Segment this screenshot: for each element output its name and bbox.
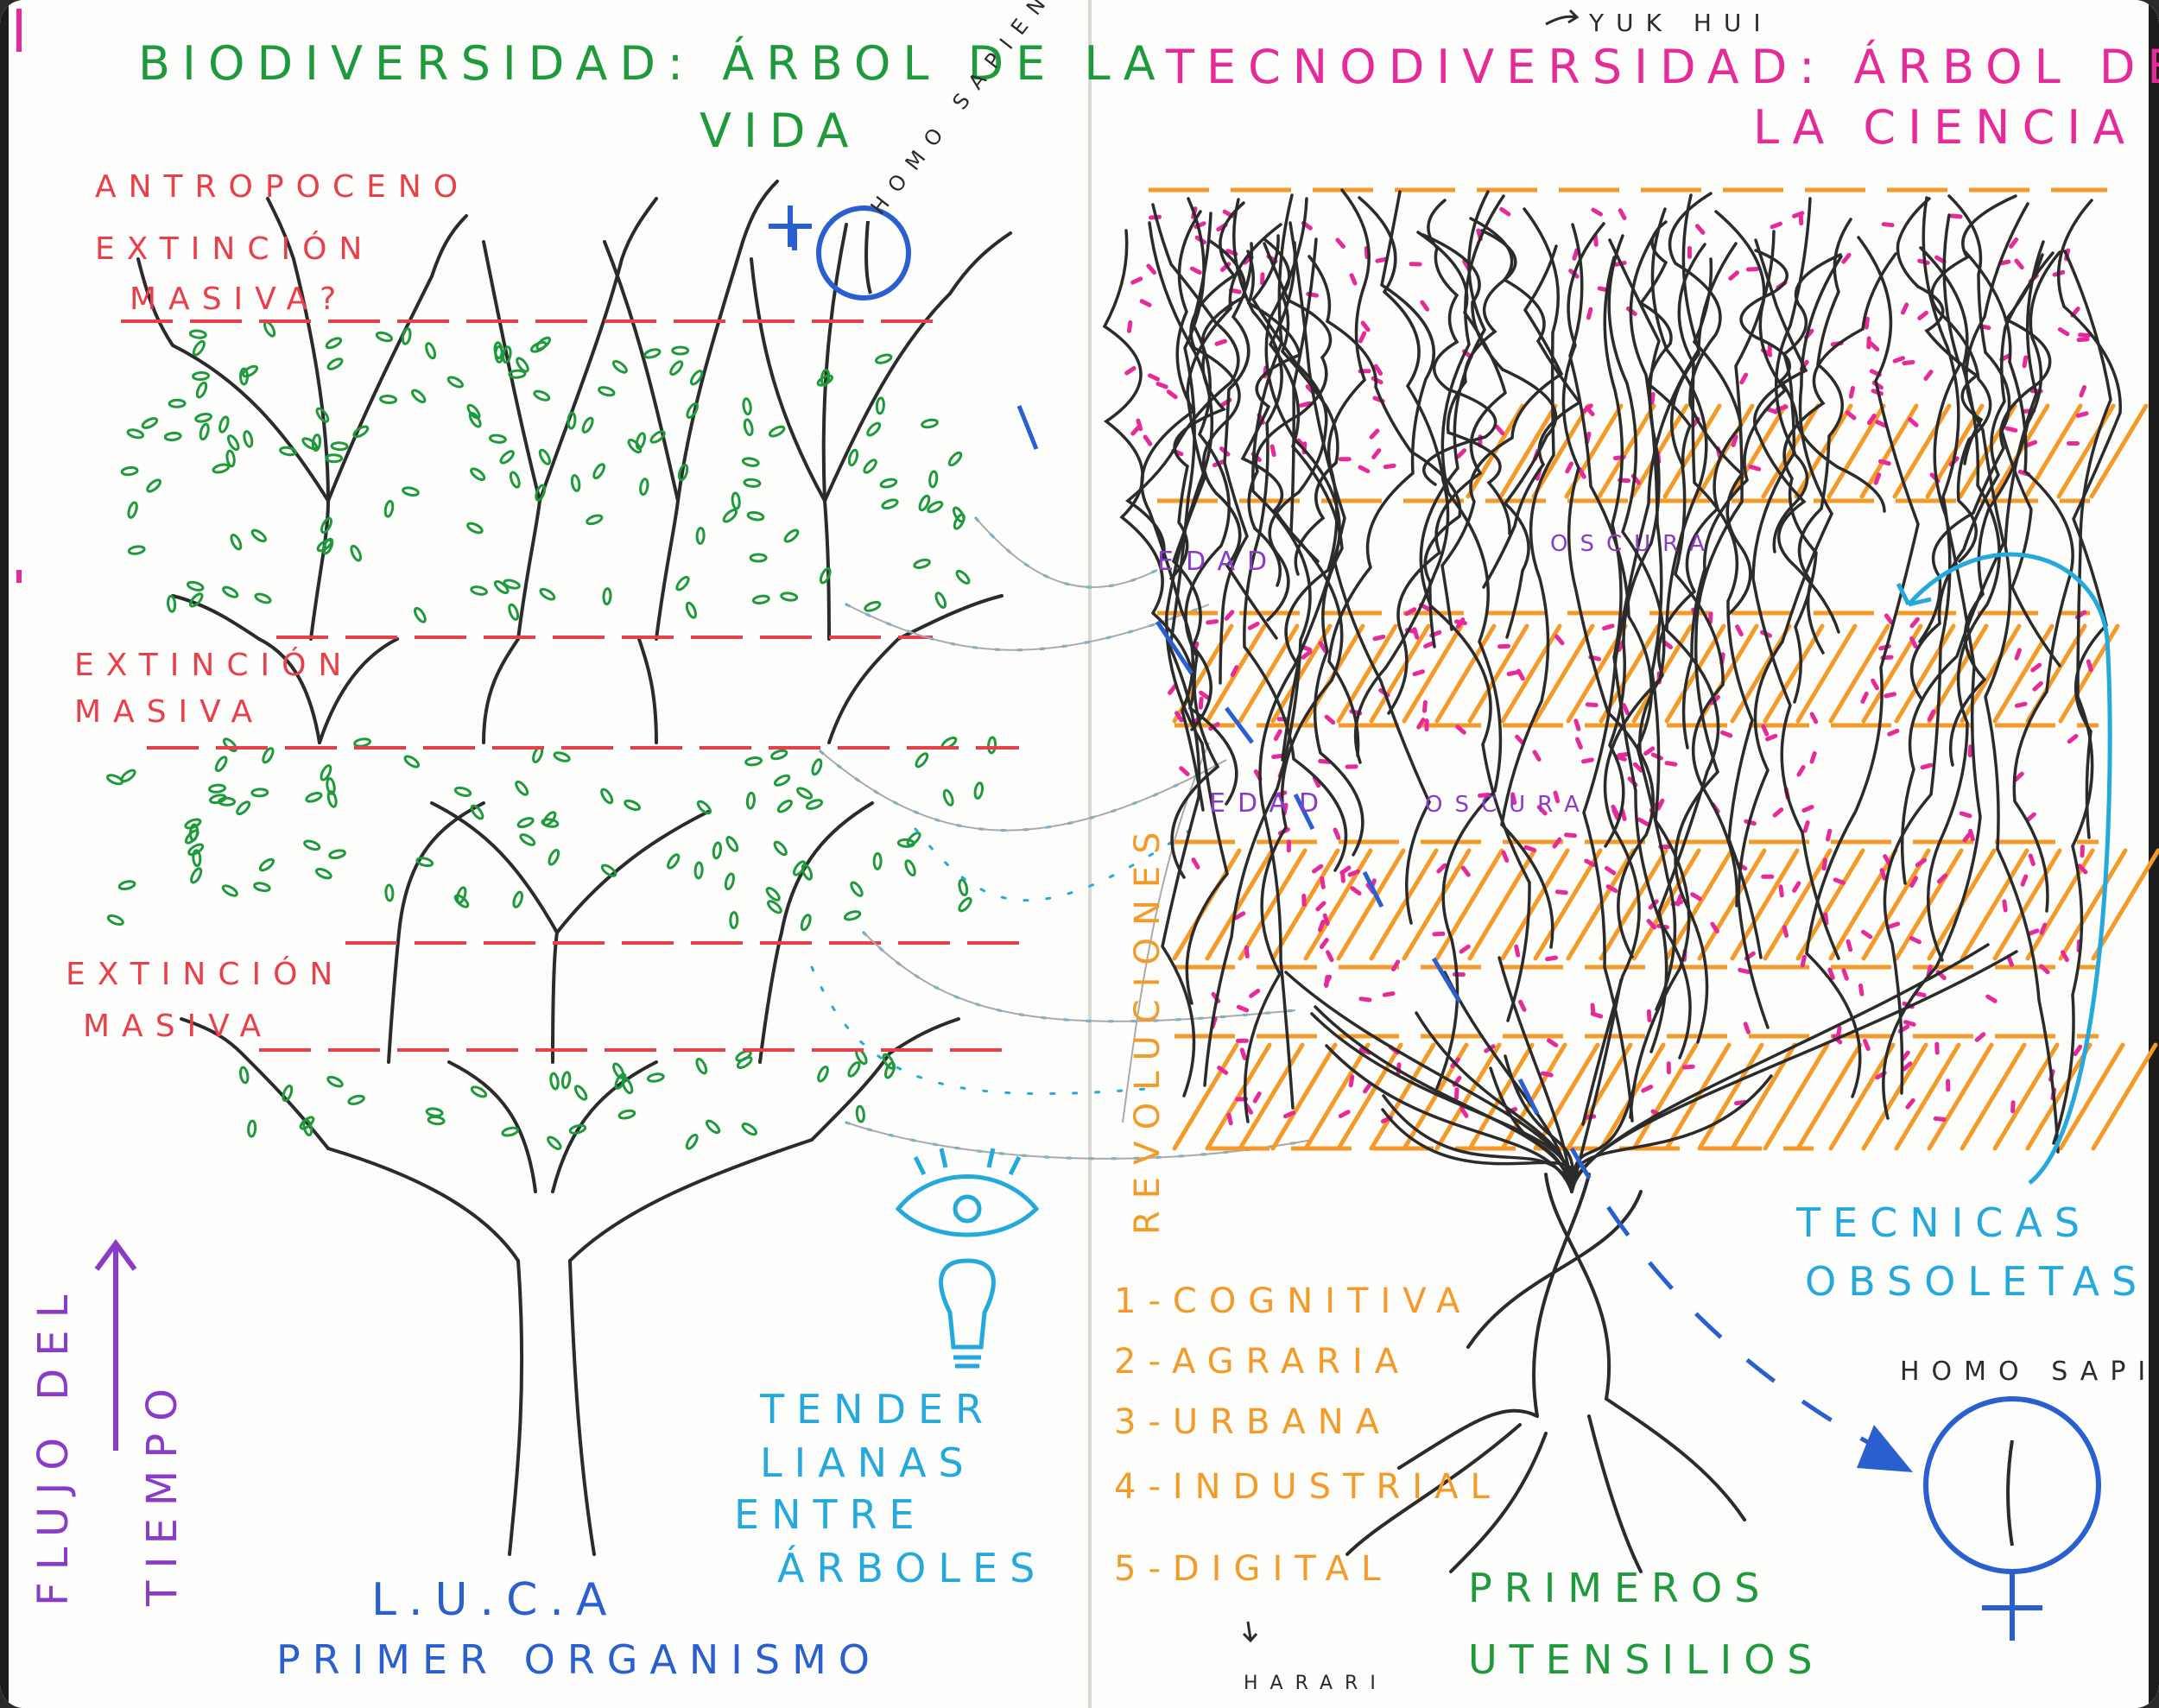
extinction-2-line1: EXTINCIÓN bbox=[66, 956, 345, 992]
first-organism-label: PRIMER ORGANISMO bbox=[276, 1636, 882, 1683]
anthropocene-question: MASIVA? bbox=[130, 282, 348, 317]
tree-leaves bbox=[106, 320, 997, 1150]
lianas-line1: TENDER bbox=[759, 1386, 995, 1433]
evolution-arrow bbox=[1016, 405, 1913, 1472]
eye-icon bbox=[895, 1148, 1040, 1237]
braided-trunk-1 bbox=[1532, 1173, 1591, 1418]
obsolete-line2: OBSOLETAS bbox=[1805, 1258, 2149, 1305]
revolution-4: 4-INDUSTRIAL bbox=[1114, 1467, 1502, 1507]
dark-age-2-edad: EDAD bbox=[1209, 788, 1331, 819]
lightbulb-icon bbox=[939, 1258, 996, 1369]
obsolete-bracket bbox=[1907, 552, 2112, 1185]
female-symbol-icon bbox=[1923, 1396, 2101, 1641]
braided-trunk-2 bbox=[1544, 1173, 1611, 1401]
anthropocene-extinction: EXTINCIÓN bbox=[95, 231, 374, 267]
right-title-line2: LA CIENCIA bbox=[1753, 100, 2137, 155]
first-tools-line2: UTENSILIOS bbox=[1468, 1636, 1825, 1683]
author-note: YUK HUI bbox=[1588, 9, 1773, 37]
homo-sapiens-right: HOMO SAPIENS bbox=[1900, 1357, 2159, 1387]
left-title-line2: VIDA bbox=[700, 104, 860, 158]
extinction-lines bbox=[121, 319, 1036, 1052]
dark-age-1-edad: EDAD bbox=[1157, 547, 1279, 577]
time-flow-line2: TIEMPO bbox=[138, 1376, 187, 1607]
tree-of-life bbox=[136, 180, 1012, 1556]
harari-note: HARARI bbox=[1244, 1673, 1388, 1694]
lianas-line3: ENTRE bbox=[734, 1491, 927, 1538]
author-arrow-icon bbox=[1545, 9, 1580, 26]
first-tools-line1: PRIMEROS bbox=[1468, 1565, 1771, 1611]
obsolete-line1: TECNICAS bbox=[1795, 1199, 2092, 1246]
anthropocene-label: ANTROPOCENO bbox=[95, 169, 470, 205]
arrow-up-icon bbox=[94, 1238, 137, 1451]
revolution-5: 5-DIGITAL bbox=[1114, 1549, 1392, 1589]
extinction-1-line2: MASIVA bbox=[74, 694, 264, 730]
dark-age-2-oscura: OSCURA bbox=[1425, 792, 1592, 818]
lianas-line2: LIANAS bbox=[760, 1439, 976, 1486]
extinction-2-line2: MASIVA bbox=[83, 1009, 273, 1044]
harari-arrow-icon bbox=[1242, 1621, 1258, 1643]
revolution-3: 3-URBANA bbox=[1114, 1402, 1391, 1442]
extinction-1-line1: EXTINCIÓN bbox=[74, 647, 353, 683]
tree-trunk-right bbox=[568, 1259, 596, 1556]
tangled-branches bbox=[1102, 188, 2122, 1193]
arrow-head bbox=[1857, 1425, 1913, 1472]
male-symbol-icon bbox=[769, 206, 911, 300]
tree-of-science bbox=[1345, 1173, 1746, 1573]
revolutions-vertical-label: REVOLUCIONES bbox=[1128, 819, 1168, 1235]
tree-trunk-left bbox=[508, 1259, 524, 1556]
time-flow-line1: FLUJO DEL bbox=[29, 1283, 78, 1606]
orange-hatching bbox=[1172, 403, 2159, 1151]
revolution-2: 2-AGRARIA bbox=[1114, 1342, 1410, 1382]
luca-label: L.U.C.A bbox=[371, 1574, 619, 1626]
left-title-line1: BIODIVERSIDAD: ÁRBOL DE LA bbox=[138, 36, 1168, 91]
lianas-line4: ÁRBOLES bbox=[777, 1545, 1047, 1591]
revolution-1: 1-COGNITIVA bbox=[1114, 1281, 1472, 1321]
dark-age-1-oscura: OSCURA bbox=[1550, 531, 1717, 557]
right-title-line1: TECNODIVERSIDAD: ÁRBOL DE bbox=[1165, 40, 2159, 94]
